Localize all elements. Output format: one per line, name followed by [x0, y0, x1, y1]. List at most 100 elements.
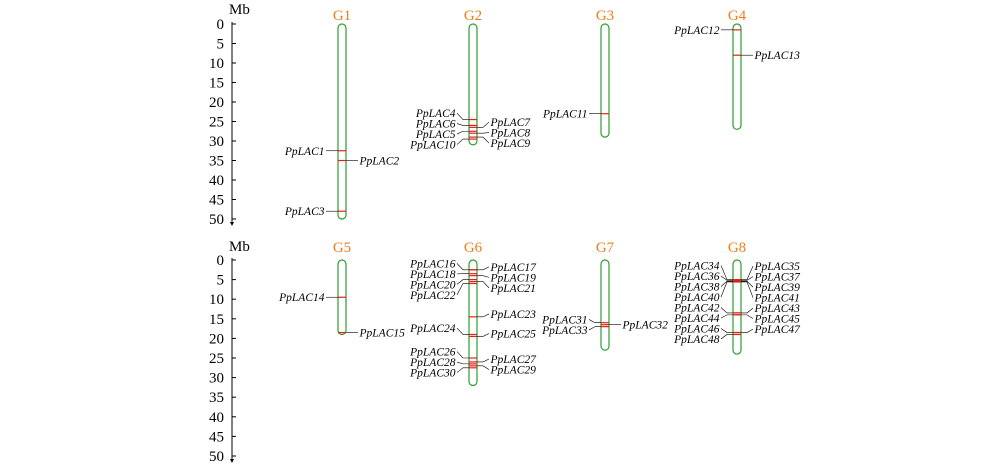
gene-label: PpLAC40 [673, 292, 720, 304]
gene-leader [741, 280, 754, 288]
gene-leader [456, 138, 469, 145]
gene-label: PpLAC19 [490, 272, 537, 284]
chromosome-label: G1 [333, 8, 351, 24]
gene-label: PpLAC3 [284, 206, 325, 218]
gene-leader [477, 333, 490, 337]
gene-leader [741, 314, 754, 319]
gene-leader [720, 280, 733, 287]
gene-label: PpLAC10 [409, 140, 456, 152]
gene-leader [456, 263, 469, 271]
gene-label: PpLAC47 [754, 324, 802, 336]
gene-label: PpLAC39 [754, 282, 801, 294]
y-tick-label: 15 [209, 76, 224, 92]
y-tick-label: 10 [209, 292, 224, 308]
y-axis-arrow [230, 222, 234, 226]
gene-label: PpLAC12 [673, 25, 720, 37]
y-tick-label: 25 [209, 115, 224, 131]
gene-leader [741, 328, 754, 333]
gene-leader [456, 279, 469, 285]
chromosome-body [337, 23, 347, 220]
y-tick-label: 20 [209, 331, 224, 347]
gene-leader [456, 361, 469, 365]
y-tick-label: 45 [209, 429, 224, 445]
gene-leader [720, 275, 733, 281]
y-tick-label: 50 [209, 212, 224, 228]
gene-label: PpLAC44 [673, 313, 720, 325]
panel-1: Mb05101520253035404550G1PpLAC1PpLAC3PpLA… [209, 2, 800, 228]
gene-label: PpLAC23 [490, 309, 537, 321]
gene-label: PpLAC2 [359, 156, 400, 168]
gene-leader [477, 358, 490, 363]
gene-label: PpLAC34 [673, 260, 720, 272]
gene-label: PpLAC41 [754, 293, 800, 305]
gene-label: PpLAC30 [409, 368, 456, 380]
gene-label: PpLAC48 [673, 334, 720, 346]
chromosome-label: G7 [596, 240, 615, 256]
gene-label: PpLAC13 [754, 50, 801, 62]
gene-leader [456, 351, 469, 359]
y-axis-arrow [230, 459, 234, 463]
gene-leader [588, 326, 601, 331]
gene-leader [720, 307, 733, 314]
y-tick-label: 50 [209, 449, 224, 465]
gene-label: PpLAC43 [754, 303, 801, 315]
gene-label: PpLAC46 [673, 323, 720, 335]
gene-label: PpLAC27 [490, 354, 538, 366]
chromosome-body [600, 259, 610, 351]
y-tick-label: 30 [209, 371, 224, 387]
chromosome-body [468, 23, 478, 146]
gene-leader [477, 121, 490, 128]
gene-label: PpLAC26 [409, 347, 456, 359]
gene-label: PpLAC1 [284, 146, 325, 158]
gene-leader [456, 327, 469, 335]
gene-label: PpLAC37 [754, 272, 802, 284]
gene-leader [456, 367, 469, 373]
y-tick-label: 15 [209, 312, 224, 328]
gene-leader [741, 276, 754, 281]
gene-leader [588, 319, 601, 324]
gene-leader [741, 307, 754, 314]
y-tick-label: 0 [217, 253, 225, 269]
gene-leader [456, 283, 469, 296]
gene-label: PpLAC42 [673, 302, 720, 314]
chromosome-label: G2 [464, 8, 482, 24]
y-tick-label: 40 [209, 173, 224, 189]
gene-label: PpLAC15 [359, 328, 406, 340]
gene-label: PpLAC5 [415, 129, 456, 141]
chromosome-G8: G8PpLAC34PpLAC36PpLAC38PpLAC40PpLAC42PpL… [673, 240, 802, 355]
chromosome-label: G6 [464, 240, 483, 256]
gene-label: PpLAC6 [415, 119, 456, 131]
gene-leader [456, 123, 469, 126]
gene-leader [477, 365, 490, 370]
gene-label: PpLAC45 [754, 314, 801, 326]
gene-leader [720, 281, 733, 298]
gene-leader [477, 313, 490, 318]
chromosome-label: G3 [596, 8, 614, 24]
gene-label: PpLAC36 [673, 271, 720, 283]
gene-label: PpLAC18 [409, 269, 456, 281]
gene-label: PpLAC17 [490, 262, 538, 274]
gene-leader [720, 314, 733, 319]
chromosome-G2: G2PpLAC4PpLAC6PpLAC5PpLAC10PpLAC7PpLAC8P… [409, 8, 531, 152]
gene-label: PpLAC38 [673, 281, 720, 293]
chromosome-body [600, 23, 610, 138]
gene-leader [477, 132, 490, 134]
y-tick-label: 35 [209, 390, 224, 406]
panel-2: Mb05101520253035404550G5PpLAC14PpLAC15G6… [209, 239, 801, 465]
y-tick-label: 5 [217, 273, 225, 289]
chromosome-label: G8 [728, 240, 746, 256]
y-tick-label: 45 [209, 193, 224, 209]
gene-leader [456, 112, 469, 120]
gene-label: PpLAC28 [409, 357, 456, 369]
y-tick-label: 35 [209, 154, 224, 170]
gene-leader [477, 136, 490, 144]
gene-leader [720, 328, 733, 333]
gene-label: PpLAC33 [541, 325, 588, 337]
axis-unit: Mb [229, 239, 250, 255]
